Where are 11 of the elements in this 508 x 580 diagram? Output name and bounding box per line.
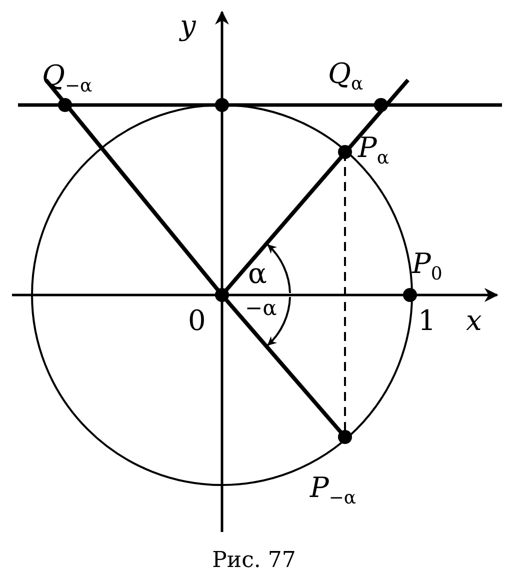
angle-label: α: [248, 260, 267, 288]
point-label: P$_{−α}$: [310, 474, 356, 508]
angle-label: −α: [245, 298, 277, 319]
tick-label: 1: [418, 307, 436, 335]
tick-label: 0: [188, 307, 206, 335]
point-label: Q$_{α}$: [328, 60, 364, 94]
figure-caption: Рис. 77: [211, 548, 297, 573]
point-label: P$_{α}$: [358, 134, 389, 168]
axis-label: x: [466, 307, 482, 335]
point-label: P$_{0}$: [412, 250, 442, 284]
axis-label: y: [180, 12, 196, 40]
